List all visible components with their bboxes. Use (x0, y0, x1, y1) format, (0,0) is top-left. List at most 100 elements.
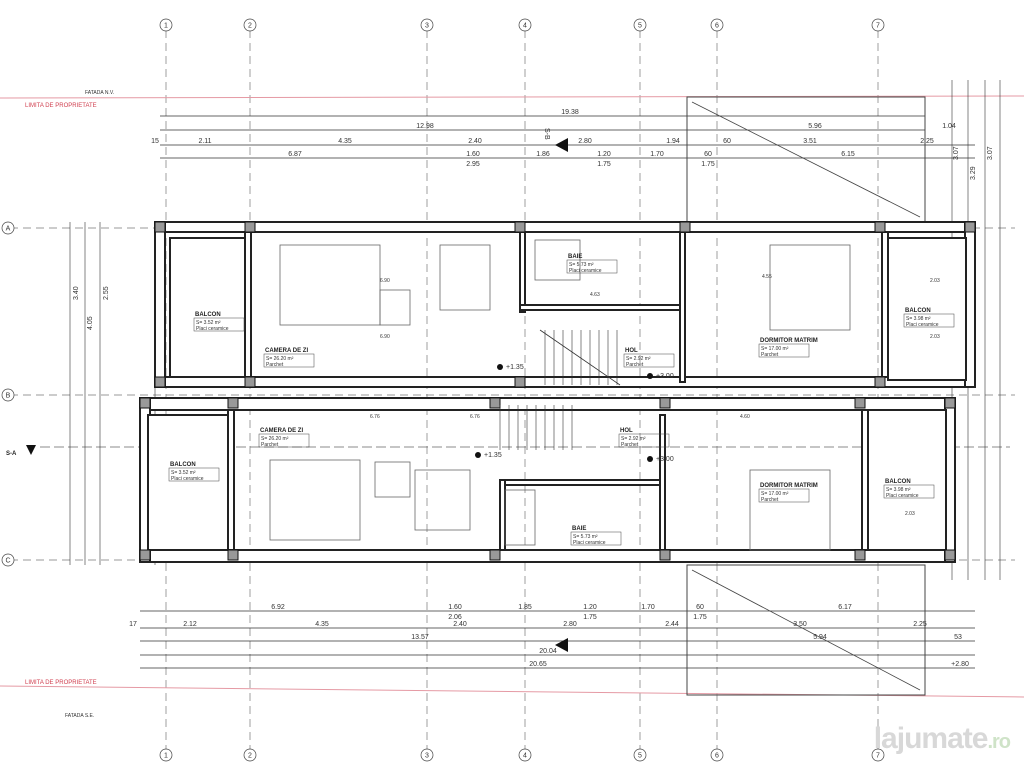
dimension-label: 2.06 (448, 614, 462, 621)
grid-row-label: A (6, 226, 11, 233)
grid-bubble (420, 18, 434, 32)
grid-bubble (710, 18, 724, 32)
interior-dimension-label: 4.63 (590, 292, 600, 298)
dimension-label: 60 (696, 604, 704, 611)
dimension-label: 2.11 (198, 138, 211, 145)
grid-column-label: 4 (523, 23, 527, 30)
grid-column-label: 6 (715, 23, 719, 30)
grid-bubble (518, 748, 532, 762)
grid-bubble (420, 748, 434, 762)
interior-dimension-label: 6.90 (380, 278, 390, 284)
watermark-brand: lajumate (873, 722, 989, 755)
interior-dimension-label: 4.60 (740, 414, 750, 420)
room-name: HOL (625, 348, 638, 354)
structural-column (227, 549, 239, 561)
structural-column (679, 221, 691, 233)
section-arrow-icon (555, 138, 568, 152)
interior-dimension-label: 6.76 (470, 414, 480, 420)
dimension-label: 12.98 (416, 123, 434, 130)
dimension-label: 2.40 (453, 621, 467, 628)
room-area: S= 3.52 m² (171, 470, 196, 476)
room-finish: Placi ceramice (573, 540, 606, 546)
coffee-table (379, 289, 411, 326)
structural-column (854, 397, 866, 409)
room-finish: Parchet (266, 362, 284, 368)
terrace-outline (686, 564, 926, 696)
room-finish: Parchet (261, 442, 279, 448)
room-info-box (758, 488, 810, 503)
room-name: DORMITOR MATRIM (760, 338, 818, 344)
terrace-slope-line (691, 101, 921, 218)
interior-wall (659, 414, 666, 551)
structural-column (854, 549, 866, 561)
dimension-label: 4.35 (315, 621, 329, 628)
dimension-label: 60 (704, 151, 712, 158)
dimension-label: +2.80 (951, 661, 969, 668)
level-label: +1.35 (484, 452, 502, 459)
grid-bubble (633, 748, 647, 762)
side-dimension-label: 4.05 (87, 316, 94, 330)
grid-bubble (243, 18, 257, 32)
bed (769, 244, 851, 331)
interior-dimension-label: 2.03 (905, 511, 915, 517)
grid-column-label: 3 (425, 23, 429, 30)
room-finish: Parchet (621, 442, 639, 448)
interior-dimension-label: 2.03 (930, 334, 940, 340)
room-finish: Parchet (761, 352, 779, 358)
sofa (269, 459, 361, 541)
structural-column (227, 397, 239, 409)
dimension-label: 60 (723, 138, 731, 145)
grid-bubble (243, 748, 257, 762)
dimension-label: 19.38 (561, 109, 579, 116)
side-dimension-label: 2.55 (103, 286, 110, 300)
section-b-label: S-B (543, 128, 550, 140)
grid-bubble (159, 18, 173, 32)
structural-column (659, 549, 671, 561)
dimension-label: 1.20 (583, 604, 597, 611)
room-name: BALCON (885, 479, 911, 485)
room-finish: Placi ceramice (886, 493, 919, 499)
watermark-tld: .ro (987, 731, 1011, 753)
dimension-label: 6.92 (271, 604, 285, 611)
room-name: BALCON (195, 312, 221, 318)
grid-column-label: 4 (523, 753, 527, 760)
dimension-label: 1.75 (693, 614, 707, 621)
interior-dimension-label: 2.03 (930, 278, 940, 284)
dimension-label: 6.87 (288, 151, 302, 158)
grid-bubble (1, 553, 15, 567)
room-info-box (758, 343, 810, 358)
bathtub (504, 489, 536, 546)
grid-column-label: 1 (164, 753, 168, 760)
room-area: S= 26.20 m² (266, 356, 294, 362)
room-info-box (618, 433, 670, 448)
structural-column (964, 221, 976, 233)
property-limit-label: LIMITA DE PROPRIETATE (25, 103, 97, 109)
room-info-box (566, 259, 618, 274)
structural-column (244, 376, 256, 388)
room-finish: Placi ceramice (196, 326, 229, 332)
dimension-label: 1.75 (583, 614, 597, 621)
room-area: S= 3.98 m² (906, 316, 931, 322)
structural-column (944, 549, 956, 561)
dimension-label: 1.75 (597, 161, 611, 168)
room-area: S= 2.92 m² (626, 356, 651, 362)
dimension-label: 1.75 (701, 161, 715, 168)
facade-label: FATADA S.E. (65, 713, 94, 719)
interior-wall (519, 304, 681, 311)
dimension-label: 6.17 (838, 604, 852, 611)
room-area: S= 5.73 m² (569, 262, 594, 268)
structural-column (944, 397, 956, 409)
structural-column (154, 221, 166, 233)
room-name: BAIE (572, 526, 586, 532)
coffee-table (374, 461, 411, 498)
